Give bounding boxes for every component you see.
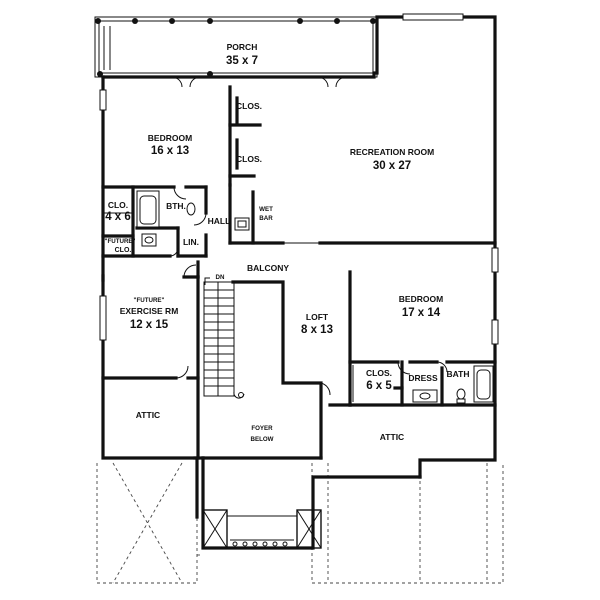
closet-upper-label: CLOS.	[236, 101, 262, 111]
bedroom2-label: BEDROOM	[399, 294, 443, 304]
bath2-label: BATH	[447, 369, 470, 379]
windows	[99, 13, 499, 345]
wet-bar-label-line1: WET	[259, 206, 273, 213]
future-closet-label-line2: CLO.	[115, 247, 132, 254]
stair-down-label: DN	[216, 274, 225, 281]
porch-size: 35 x 7	[226, 55, 258, 67]
recreation-room-label: RECREATION ROOM	[350, 147, 434, 157]
closet2-label: CLOS.	[366, 368, 392, 378]
closet-small-label: CLO.	[108, 200, 128, 210]
bath1-label: BTH.	[166, 201, 186, 211]
interior-walls	[101, 85, 497, 460]
exercise-room-tag: "FUTURE"	[134, 297, 165, 304]
dress-label: DRESS	[408, 373, 438, 383]
loft-label: LOFT	[306, 312, 329, 322]
exercise-room-label: EXERCISE RM	[120, 306, 179, 316]
foyer-label-line2: BELOW	[250, 436, 273, 443]
doors	[169, 186, 448, 396]
balcony-label: BALCONY	[247, 263, 289, 273]
front-entry	[202, 509, 322, 549]
closet2-size: 6 x 5	[366, 380, 392, 392]
bedroom2-size: 17 x 14	[402, 307, 441, 319]
roof-outline-lines	[96, 462, 504, 584]
attic-left-label: ATTIC	[136, 410, 160, 420]
bedroom1-size: 16 x 13	[151, 145, 189, 157]
room-labels: BEDROOM 16 x 13 CLOS. CLOS. RECREATION R…	[105, 101, 470, 443]
hall-label: HALL	[208, 216, 231, 226]
fixtures	[103, 190, 494, 404]
foyer-label-line1: FOYER	[251, 425, 273, 432]
closet-lower-label: CLOS.	[236, 154, 262, 164]
linen-label: LIN.	[183, 237, 199, 247]
wet-bar-label-line2: BAR	[259, 215, 273, 222]
future-closet-label-line1: "FUTURE"	[105, 238, 136, 245]
recreation-room-size: 30 x 27	[373, 160, 411, 172]
exercise-room-size: 12 x 15	[130, 319, 169, 331]
stairs	[203, 277, 245, 399]
closet-small-size: 4 x 6	[105, 211, 131, 223]
porch-label: PORCH	[227, 42, 258, 52]
bedroom1-label: BEDROOM	[148, 133, 192, 143]
loft-size: 8 x 13	[301, 324, 333, 336]
attic-right-label: ATTIC	[380, 432, 404, 442]
exterior-walls	[101, 15, 497, 550]
